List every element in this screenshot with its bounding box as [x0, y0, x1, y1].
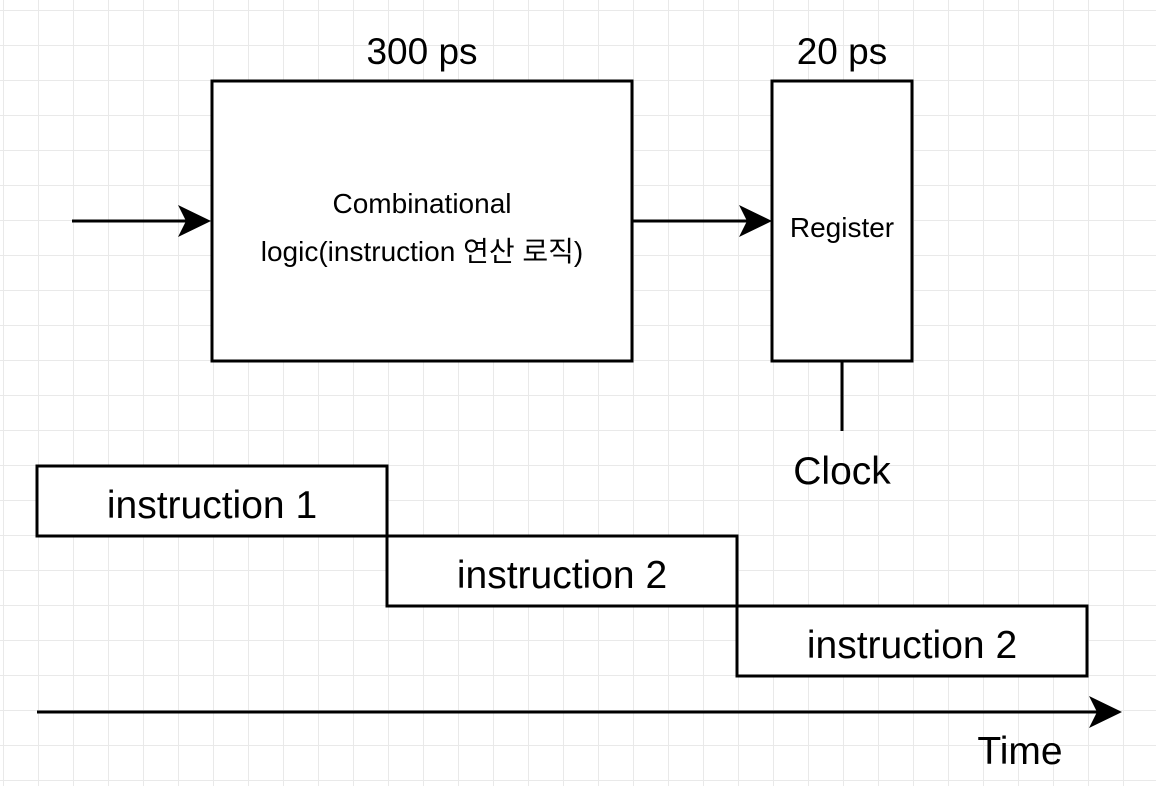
register-label: Register — [789, 212, 895, 243]
logic-to-register-arrowhead — [739, 205, 772, 237]
instruction-box-2 — [385, 534, 739, 608]
combinational-logic-label-line1: Combinational — [332, 188, 512, 219]
combinational-logic-label-line2: logic(instruction 연산 로직) — [260, 236, 584, 267]
register-delay-label: 20 ps — [796, 31, 888, 72]
instruction-label-1: instruction 1 — [106, 484, 318, 527]
combinational-delay-label: 300 ps — [366, 31, 478, 72]
instruction-label-2: instruction 2 — [456, 554, 668, 597]
combinational-logic-label: Combinational logic(instruction 연산 로직) — [212, 180, 632, 276]
instruction-box-1 — [35, 464, 389, 538]
instruction-label-3: instruction 2 — [806, 624, 1018, 667]
input-arrowhead — [178, 205, 211, 237]
time-axis-arrowhead — [1089, 696, 1122, 728]
combinational-logic-box — [210, 79, 634, 363]
instruction-box-3 — [735, 604, 1089, 678]
clock-label: Clock — [793, 450, 891, 493]
time-axis-label: Time — [977, 730, 1063, 773]
